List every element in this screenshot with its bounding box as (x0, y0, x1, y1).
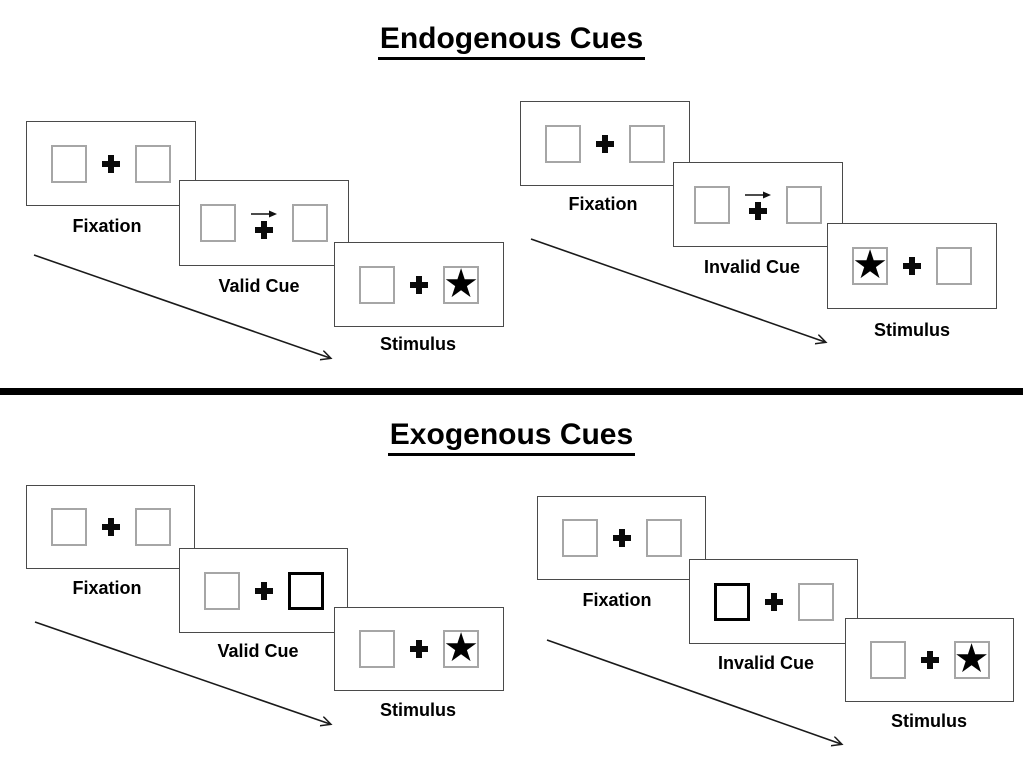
cue-arrow-icon (745, 191, 771, 199)
fixation-cross-icon (102, 154, 120, 173)
placeholder-box-left (869, 641, 906, 679)
panel-label: Fixation (582, 590, 652, 610)
fixation-cross-icon (764, 592, 783, 611)
fixation-cross-icon (612, 529, 631, 547)
invalid-cue-panel (689, 559, 858, 644)
invalid-cue-panel (673, 162, 843, 247)
section-title-exogenous: Exogenous Cues (0, 418, 1023, 456)
fixation-cross-icon (410, 640, 428, 658)
fixation-panel (26, 485, 195, 569)
star-icon: ★ (852, 242, 888, 288)
fixation-cross-icon (101, 518, 120, 536)
placeholder-box-right (629, 124, 665, 163)
timeline-arrow (34, 621, 330, 724)
placeholder-box-right (936, 247, 972, 285)
placeholder-box-left (203, 571, 240, 610)
panel-label: Stimulus (890, 711, 967, 731)
placeholder-box-left (50, 508, 87, 546)
panel-label: Fixation (568, 194, 638, 214)
placeholder-box-right (134, 508, 171, 546)
placeholder-box-left (561, 519, 598, 557)
section-title-endogenous: Endogenous Cues (0, 22, 1023, 60)
target-box-right: ★ (953, 636, 990, 682)
placeholder-box-left (359, 630, 395, 668)
placeholder-box-right (135, 144, 171, 183)
target-box-left: ★ (852, 242, 888, 288)
placeholder-box-right (786, 185, 822, 224)
panel-label: Stimulus (379, 700, 456, 720)
fixation-cross-icon (920, 651, 939, 669)
cue-arrow-icon (251, 210, 277, 217)
placeholder-box-left (200, 204, 236, 242)
stimulus-panel: ★ (334, 242, 504, 327)
timeline-arrow (530, 238, 825, 342)
fixation-cross-icon (749, 202, 767, 220)
target-box-right: ★ (443, 625, 479, 671)
panel-label: Valid Cue (218, 276, 300, 296)
fixation-cross-icon (596, 134, 614, 153)
star-icon: ★ (443, 260, 479, 307)
fixation-panel (26, 121, 196, 206)
stimulus-panel: ★ (845, 618, 1014, 702)
stimulus-panel: ★ (334, 607, 504, 691)
highlighted-cue-box-left (713, 582, 750, 621)
star-icon: ★ (953, 636, 990, 682)
panel-label: Invalid Cue (703, 257, 801, 277)
fixation-panel (520, 101, 690, 186)
fixation-cross-icon (255, 220, 273, 239)
fixation-cross-icon (903, 257, 921, 275)
panel-label: Stimulus (379, 334, 456, 354)
valid-cue-panel (179, 180, 349, 266)
placeholder-box-left (359, 265, 395, 304)
fixation-cross-icon (254, 581, 273, 600)
fixation-cross-icon (410, 275, 428, 294)
valid-cue-panel (179, 548, 348, 633)
panel-label: Invalid Cue (717, 653, 815, 673)
placeholder-box-right (645, 519, 682, 557)
placeholder-box-right (292, 204, 328, 242)
panel-label: Stimulus (873, 320, 950, 340)
placeholder-box-left (545, 124, 581, 163)
panel-label: Fixation (72, 216, 142, 236)
highlighted-cue-box-right (287, 571, 324, 610)
panel-label: Fixation (72, 578, 142, 598)
placeholder-box-left (51, 144, 87, 183)
central-cue (745, 189, 771, 220)
placeholder-box-left (694, 185, 730, 224)
fixation-panel (537, 496, 706, 580)
placeholder-box-right (797, 582, 834, 621)
panel-label: Valid Cue (217, 641, 299, 661)
timeline-arrow (33, 254, 330, 358)
star-icon: ★ (443, 625, 479, 671)
stimulus-panel: ★ (827, 223, 997, 309)
central-cue (251, 208, 277, 239)
section-divider (0, 388, 1023, 395)
target-box-right: ★ (443, 260, 479, 307)
